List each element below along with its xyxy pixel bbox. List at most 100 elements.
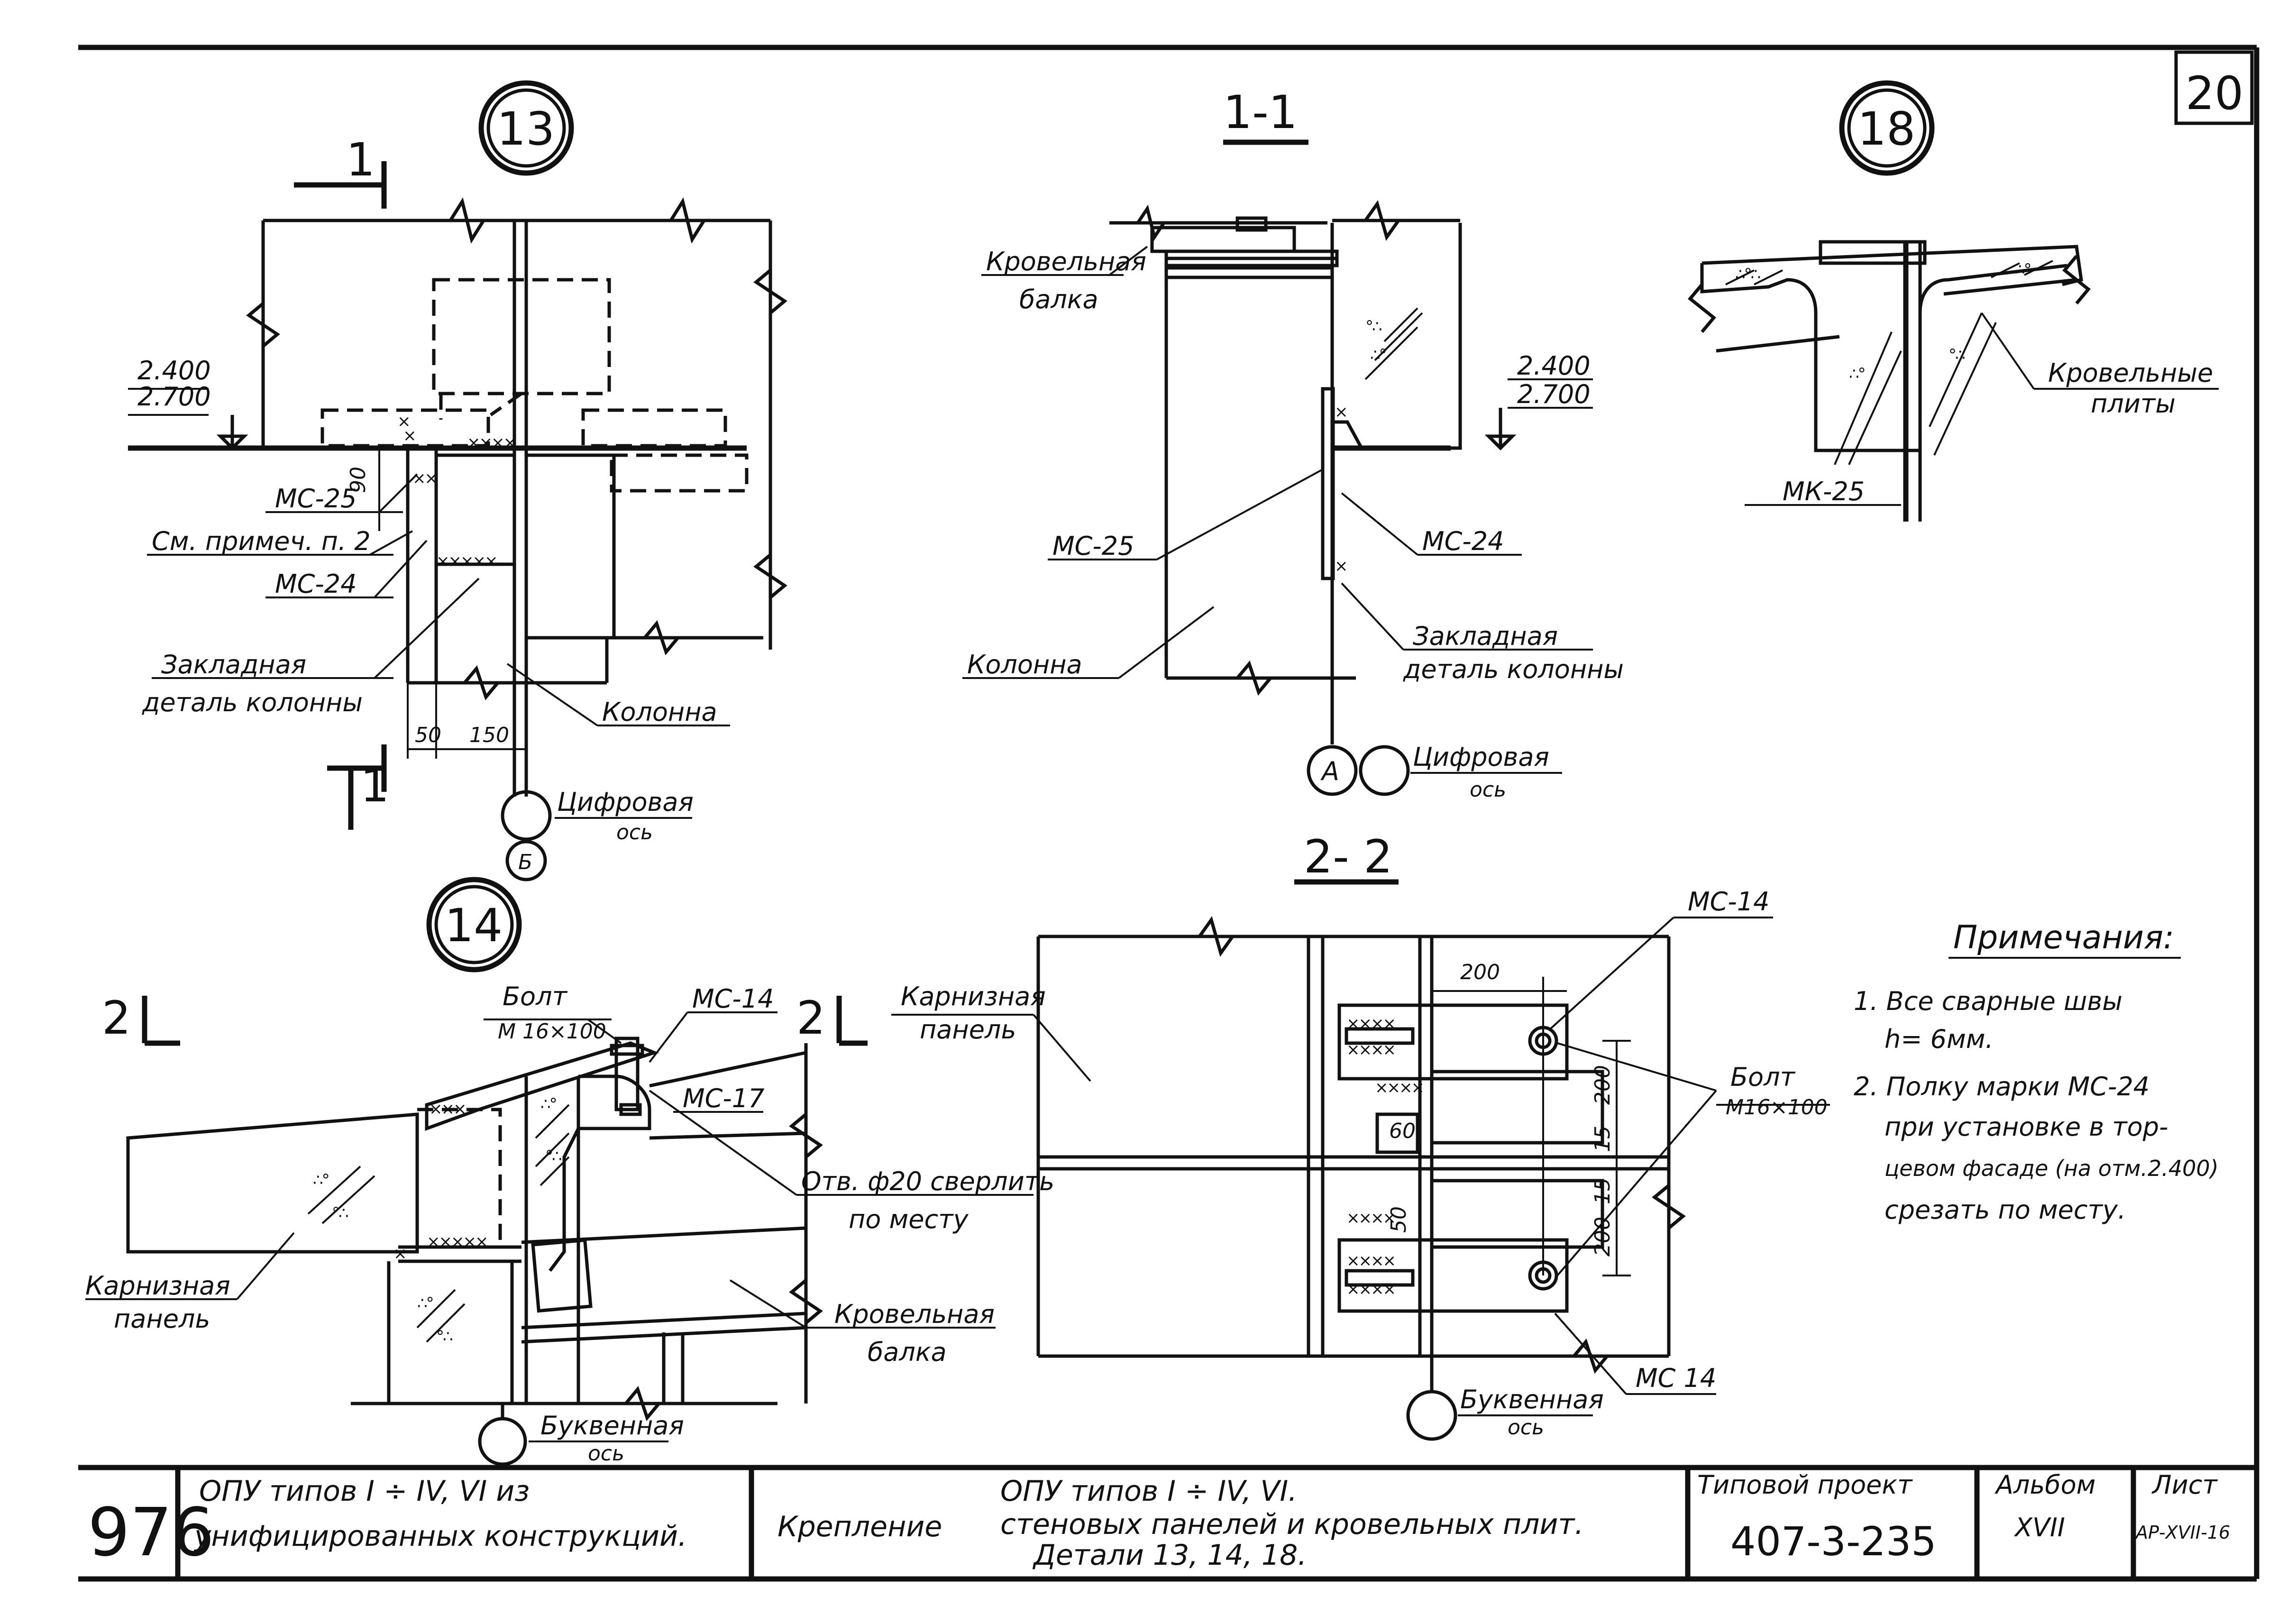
section-1-bottom-mark: 1 (360, 759, 389, 812)
d13-label-embedded-1: Закладная (161, 650, 306, 679)
s22-label-cornice-1: Карнизная (901, 982, 1046, 1011)
note-line-2: h= 6мм. (1884, 1024, 1994, 1054)
note-line-3: 2. Полку марки МС-24 (1854, 1072, 2150, 1101)
s11-axis-digital: Цифровая (1413, 742, 1549, 772)
svg-text:×××××: ××××× (436, 552, 496, 571)
section-2-left-mark: 2 (102, 991, 131, 1045)
detail-14: 14 2 2 ∴° °∴ ××××× × ∴° °∴ (85, 877, 1054, 1466)
detail-18-marker (1839, 80, 1935, 176)
title-block: 976 ОПУ типов I ÷ IV, VI из унифицирован… (88, 1468, 2230, 1579)
d14-label-hole-2: по месту (849, 1204, 969, 1234)
svg-text:∴°: ∴° (1849, 365, 1865, 384)
d13-axis-letter: Б (518, 850, 532, 874)
svg-text:∴°: ∴° (1370, 346, 1386, 365)
tb-mid-line2: стеновых панелей и кровельных плит. (1000, 1508, 1583, 1541)
detail-18-number: 18 (1857, 102, 1915, 156)
tb-album-value: XVII (2013, 1513, 2065, 1542)
svg-text:°∴: °∴ (1948, 346, 1965, 365)
sheet-number: 20 (2186, 67, 2243, 120)
s22-dim-60: 60 (1389, 1119, 1416, 1143)
tb-mid-prefix: Крепление (778, 1510, 942, 1543)
d14-label-cornice-2: панель (114, 1304, 210, 1334)
d13-label-mc24: МС-24 (275, 569, 357, 599)
s11-level-2: 2.700 (1517, 379, 1591, 409)
d14-axis-bubble (478, 1417, 527, 1466)
d14-axis-word: ось (588, 1441, 624, 1466)
tb-left-number: 976 (88, 1494, 214, 1571)
s11-axis-bubble (1359, 745, 1410, 796)
svg-text:×: × (1335, 403, 1347, 422)
d14-axis-letter-word: Буквенная (540, 1411, 684, 1440)
s11-label-beam-2: балка (1019, 284, 1098, 314)
note-line-1: 1. Все сварные швы (1854, 986, 2122, 1016)
s22-label-bolt-2: М16×100 (1726, 1095, 1828, 1119)
s22-label-mc14-bottom: МС 14 (1636, 1363, 1716, 1393)
svg-text:××××: ×××× (1346, 1040, 1395, 1059)
notes-title: Примечания: (1953, 919, 2174, 956)
d13-axis-bubble (501, 790, 552, 841)
s11-label-beam-1: Кровельная (986, 247, 1146, 276)
note-line-6: срезать по месту. (1884, 1195, 2126, 1225)
detail-18: 18 ∴°∴ ∴° °∴ ∴° Кровельные плиты МК-25 (1688, 80, 2219, 522)
d13-axis-bubble-letter (505, 840, 547, 881)
d13-label-embedded-2: деталь колонны (142, 688, 363, 717)
section-1-top-mark: 1 (346, 133, 375, 186)
section-2-2: 2- 2 ×××× ×××× ×××× ×××× ×××× ×××× (891, 830, 1830, 1441)
s22-dim-15-b: 15 (1591, 1178, 1615, 1204)
svg-text:∴°: ∴° (313, 1171, 329, 1190)
svg-text:∴°: ∴° (2015, 260, 2031, 279)
d13-label-column: Колонна (602, 697, 717, 727)
sheet-frame: 20 (78, 45, 2259, 1582)
svg-text:∴°: ∴° (417, 1294, 433, 1313)
d13-axis-digital: Цифровая (557, 787, 694, 817)
d14-label-bolt-1: Болт (503, 982, 568, 1011)
tb-project-label: Типовой проект (1697, 1470, 1913, 1500)
svg-text:×: × (1335, 557, 1347, 576)
d14-label-beam-1: Кровельная (834, 1299, 995, 1329)
tb-mid-line1: ОПУ типов I ÷ IV, VI. (1000, 1475, 1297, 1508)
tb-album-label: Альбом (1994, 1470, 2095, 1500)
s11-axis-letter: А (1320, 756, 1339, 786)
section-2-2-title: 2- 2 (1304, 830, 1392, 883)
d18-label-mk25: МК-25 (1783, 477, 1865, 506)
s22-axis-bubble (1406, 1390, 1457, 1441)
d18-label-slabs-2: плиты (2091, 389, 2176, 419)
s11-label-embedded-2: деталь колонны (1403, 654, 1624, 684)
tb-mid-line3: Детали 13, 14, 18. (1032, 1539, 1307, 1572)
svg-text:×: × (393, 1244, 406, 1263)
svg-text:°∴: °∴ (545, 1147, 561, 1166)
tb-left-line2: унифицированных конструкций. (193, 1520, 687, 1553)
svg-text:××××: ×××× (1346, 1251, 1395, 1270)
note-line-5: цевом фасаде (на отм.2.400) (1884, 1156, 2219, 1181)
s22-label-mc14-top: МС-14 (1688, 887, 1770, 917)
section-1-1-title: 1-1 (1223, 86, 1298, 139)
tb-project-value: 407-3-235 (1730, 1518, 1937, 1565)
d14-label-mc14: МС-14 (692, 984, 774, 1014)
tb-sheet-label: Лист (2151, 1470, 2218, 1500)
svg-text:°∴: °∴ (332, 1204, 348, 1223)
d14-label-bolt-2: М 16×100 (498, 1019, 606, 1044)
svg-text:××××: ×××× (467, 433, 515, 452)
s11-level-1: 2.400 (1517, 351, 1591, 381)
d13-label-note: См. примеч. п. 2 (152, 526, 371, 556)
svg-text:××××: ×××× (1346, 1280, 1395, 1299)
s22-axis-letter-word: Буквенная (1460, 1385, 1604, 1414)
d13-axis-word: ось (616, 820, 653, 844)
d13-level-2: 2.700 (137, 382, 211, 412)
s11-axis-word: ось (1470, 778, 1506, 802)
svg-text:××××: ×××× (1346, 1014, 1395, 1033)
d18-label-slabs-1: Кровельные (2048, 358, 2213, 388)
d14-label-cornice-1: Карнизная (85, 1271, 230, 1301)
svg-text:°∴: °∴ (1365, 317, 1381, 336)
s22-axis-word: ось (1508, 1415, 1544, 1440)
detail-14-marker (426, 877, 522, 973)
svg-text:××: ×× (412, 469, 437, 488)
d14-label-mc17: МС-17 (683, 1083, 765, 1113)
s11-label-column: Колонна (967, 650, 1082, 679)
detail-13-marker (478, 80, 574, 176)
s22-dim-50: 50 (1387, 1206, 1411, 1233)
s11-label-mc24: МС-24 (1422, 526, 1504, 556)
svg-text:××××: ×××× (1346, 1209, 1395, 1228)
svg-text:∴°: ∴° (540, 1095, 556, 1114)
